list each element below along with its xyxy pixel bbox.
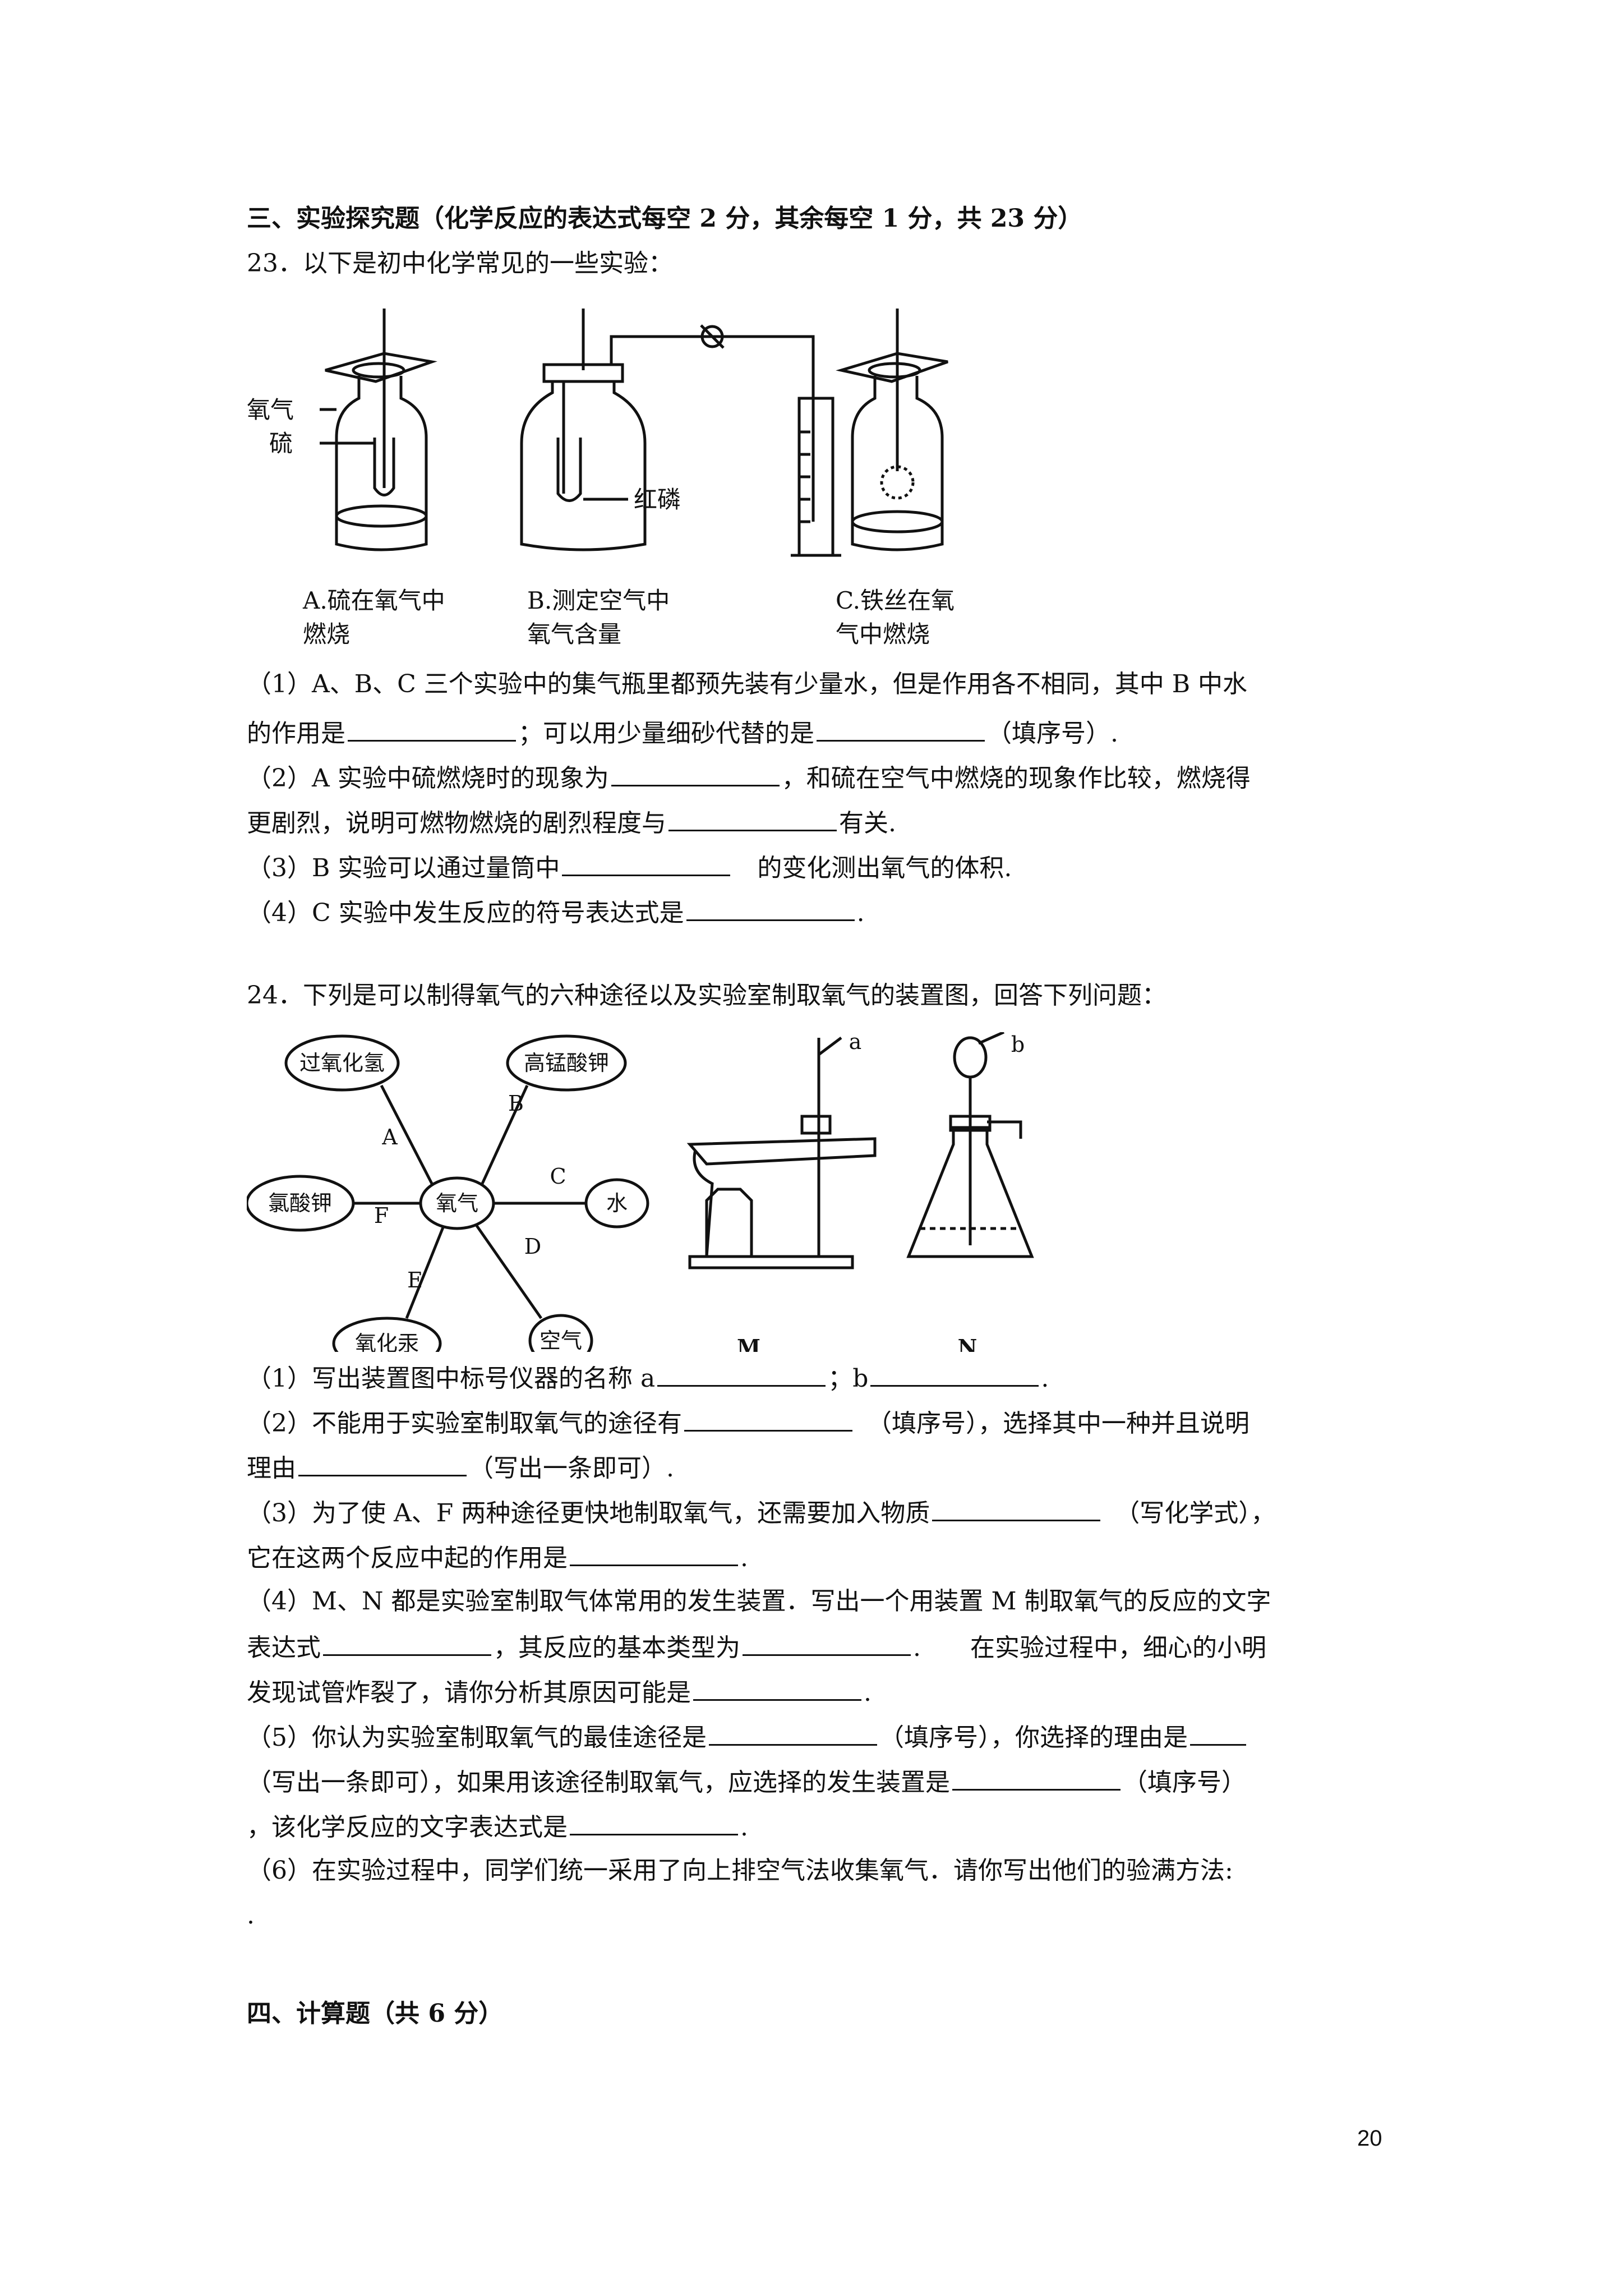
node-potassium-chlorate: 氯酸钾 (268, 1191, 332, 1216)
caption-c-line1: C.铁丝在氧 (836, 587, 955, 614)
answer-blank[interactable] (348, 715, 516, 742)
q24-oxygen-routes-figure: 氧气 过氧化氢 高锰酸钾 氯酸钾 水 氧化汞 空气 A B C D E F a … (247, 1032, 1034, 1352)
answer-blank[interactable] (952, 1764, 1121, 1791)
q23-part4: （4）C 实验中发生反应的符号表达式是. (247, 895, 865, 930)
apparatus-c-bottle (836, 309, 948, 551)
q23-experiment-figure: 氧气 硫 红磷 A.硫在氧气中 燃烧 B.测定空气中 氧气含量 C.铁丝在氧 气… (247, 309, 955, 648)
caption-a-line1: A.硫在氧气中 (302, 587, 445, 614)
answer-blank[interactable] (817, 715, 985, 742)
apparatus-label-n: N (958, 1335, 978, 1352)
q23-part1-line2: 的作用是；可以用少量细砂代替的是（填序号）. (247, 715, 1118, 751)
answer-blank[interactable] (693, 1674, 861, 1701)
apparatus-b-bottle (520, 309, 841, 557)
q24-part3-line1: （3）为了使 A、F 两种途径更快地制取氧气，还需要加入物质 （写化学式）， (247, 1495, 1275, 1530)
node-water: 水 (606, 1191, 628, 1216)
answer-blank[interactable] (932, 1495, 1101, 1521)
q24-part3-line2: 它在这两个反应中起的作用是. (247, 1540, 748, 1575)
page-number: 20 (1357, 2126, 1382, 2151)
instrument-label-a: a (849, 1032, 862, 1054)
q23-stem: 23．以下是初中化学常见的一些实验： (247, 249, 673, 278)
apparatus-n (906, 1032, 1034, 1258)
label-sulfur: 硫 (269, 430, 293, 457)
answer-blank[interactable] (657, 1360, 826, 1387)
q23-part3: （3）B 实验可以通过量筒中 的变化测出氧气的体积. (247, 850, 1012, 885)
answer-blank[interactable] (684, 1405, 852, 1432)
q24-part5-line2: （写出一条即可），如果用该途径制取氧气，应选择的发生装置是（填序号） (247, 1764, 1246, 1800)
answer-blank[interactable] (570, 1809, 738, 1835)
route-f: F (374, 1203, 389, 1228)
section3-heading: 三、实验探究题（化学反应的表达式每空 2 分，其余每空 1 分，共 23 分） (247, 204, 1083, 233)
answer-blank[interactable] (686, 895, 855, 921)
q24-part6-line1: （6）在实验过程中，同学们统一采用了向上排空气法收集氧气．请你写出他们的验满方法… (247, 1856, 1233, 1885)
route-e: E (407, 1268, 423, 1292)
q24-part6-line2: . (247, 1901, 255, 1930)
caption-b-line1: B.测定空气中 (527, 587, 670, 614)
q24-part2-line2: 理由（写出一条即可）. (247, 1450, 674, 1485)
route-b: B (508, 1091, 524, 1116)
answer-blank[interactable] (870, 1360, 1039, 1387)
answer-blank[interactable] (298, 1450, 467, 1476)
apparatus-label-m: M (737, 1335, 760, 1352)
apparatus-m (686, 1037, 877, 1269)
node-hydrogen-peroxide: 过氧化氢 (299, 1051, 385, 1075)
answer-blank[interactable] (611, 760, 780, 786)
label-oxygen: 氧气 (247, 396, 294, 424)
q23-part2-line2: 更剧烈，说明可燃物燃烧的剧烈程度与有关. (247, 805, 896, 840)
q24-part4-line3: 发现试管炸裂了，请你分析其原因可能是. (247, 1674, 872, 1710)
apparatus-a-bottle (325, 309, 437, 551)
q24-part5-line1: （5）你认为实验室制取氧气的最佳途径是（填序号），你选择的理由是 (247, 1719, 1248, 1755)
answer-blank[interactable] (1190, 1719, 1246, 1746)
answer-blank[interactable] (709, 1719, 877, 1746)
q24-part2-line1: （2）不能用于实验室制取氧气的途径有 （填序号），选择其中一种并且说明 (247, 1405, 1249, 1441)
q24-part4-line1: （4）M、N 都是实验室制取气体常用的发生装置．写出一个用装置 M 制取氧气的反… (247, 1587, 1271, 1616)
caption-c-line2: 气中燃烧 (836, 620, 930, 648)
caption-b-line2: 氧气含量 (527, 620, 621, 648)
q24-part4-line2: 表达式，其反应的基本类型为. 在实验过程中，细心的小明 (247, 1630, 1266, 1665)
q23-part1-line1: （1）A、B、C 三个实验中的集气瓶里都预先装有少量水，但是作用各不相同，其中 … (247, 670, 1248, 698)
q24-part1: （1）写出装置图中标号仪器的名称 a；b. (247, 1360, 1049, 1396)
answer-blank[interactable] (323, 1630, 491, 1656)
answer-blank[interactable] (668, 805, 837, 831)
node-air: 空气 (540, 1328, 582, 1352)
node-potassium-permanganate: 高锰酸钾 (524, 1051, 609, 1075)
instrument-label-b: b (1011, 1032, 1025, 1057)
section4-heading: 四、计算题（共 6 分） (247, 1999, 504, 2028)
node-oxygen: 氧气 (436, 1191, 478, 1216)
route-d: D (524, 1234, 541, 1259)
route-c: C (550, 1164, 566, 1189)
answer-blank[interactable] (743, 1630, 911, 1656)
caption-a-line2: 燃烧 (303, 620, 350, 648)
answer-blank[interactable] (570, 1540, 738, 1566)
q23-part2-line1: （2）A 实验中硫燃烧时的现象为，和硫在空气中燃烧的现象作比较，燃烧得 (247, 760, 1251, 795)
node-mercuric-oxide: 氧化汞 (355, 1331, 419, 1352)
q24-part5-line3: ，该化学反应的文字表达式是. (247, 1809, 748, 1844)
answer-blank[interactable] (562, 850, 731, 876)
route-a: A (381, 1125, 398, 1149)
label-red-phosphorus: 红磷 (634, 486, 681, 513)
q24-stem: 24．下列是可以制得氧气的六种途径以及实验室制取氧气的装置图，回答下列问题： (247, 981, 1166, 1010)
